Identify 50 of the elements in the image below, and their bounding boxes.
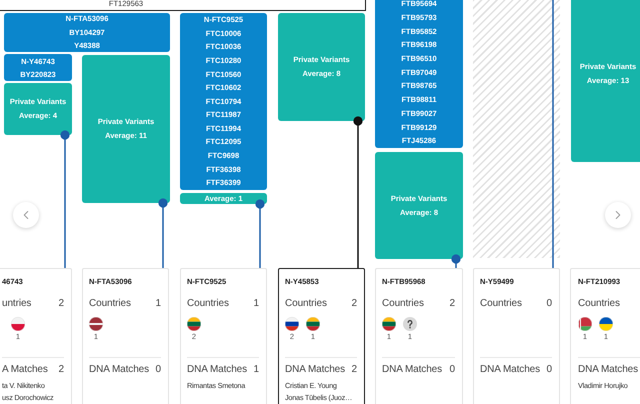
branch-card <box>278 268 365 404</box>
private-variants-box <box>4 83 72 135</box>
stat-count: 0 <box>156 364 161 376</box>
connector-line <box>353 116 363 268</box>
variant-box <box>375 0 463 148</box>
stat-count: 0 <box>546 364 552 376</box>
variant-box <box>4 13 170 52</box>
connector-line <box>255 199 265 268</box>
stat-count: 1 <box>254 298 259 310</box>
stat-count: 2 <box>352 298 357 310</box>
stat-label: DNA Matches <box>89 364 150 376</box>
stat-count: 0 <box>546 298 552 310</box>
stat-label: DNA Matches <box>578 364 638 376</box>
branch-card <box>0 268 72 404</box>
stat-label: A Matches <box>2 364 48 376</box>
connector-line <box>60 130 70 268</box>
connector-line <box>451 254 461 268</box>
variant-box <box>4 54 72 81</box>
stat-label: DNA Matches <box>285 364 346 376</box>
private-variants-box <box>82 55 170 203</box>
connector-line <box>552 0 554 268</box>
stat-count: 1 <box>254 364 259 376</box>
stat-label: DNA Matches <box>382 364 442 376</box>
branch-card <box>82 268 169 404</box>
branch-card <box>375 268 463 404</box>
stat-label: Countries <box>578 298 620 310</box>
hatched-panel <box>473 0 560 258</box>
stat-label: DNA Matches <box>480 364 540 376</box>
stat-count: 0 <box>450 364 455 376</box>
connector-line <box>158 198 168 268</box>
private-variants-box <box>571 0 640 162</box>
stat-count: 2 <box>352 364 357 376</box>
stat-label: untries <box>2 298 32 310</box>
stat-label: Countries <box>187 298 229 310</box>
stat-label: Countries <box>285 298 327 310</box>
stat-label: DNA Matches <box>187 364 248 376</box>
private-variants-box <box>278 13 365 121</box>
branch-card <box>180 268 267 404</box>
stat-label: Countries <box>480 298 522 310</box>
stat-count: 2 <box>58 364 64 376</box>
stat-label: Countries <box>382 298 424 310</box>
stat-count: 2 <box>58 298 64 310</box>
branch-card <box>473 268 560 404</box>
stat-count: 1 <box>156 298 161 310</box>
private-variants-box <box>375 152 463 259</box>
variant-box <box>180 13 267 190</box>
stat-count: 2 <box>450 298 455 310</box>
branch-card <box>570 268 640 404</box>
private-variants-box <box>180 193 267 204</box>
stat-label: Countries <box>89 298 131 310</box>
